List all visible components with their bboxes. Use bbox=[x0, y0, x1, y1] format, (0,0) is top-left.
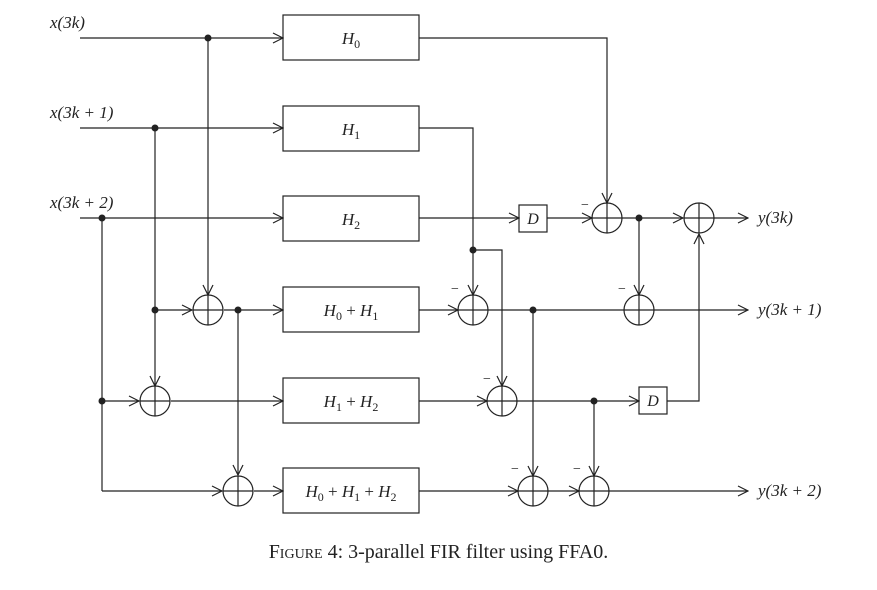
output-label-y3k1: y(3k + 1) bbox=[756, 300, 822, 319]
post-adder-a bbox=[591, 202, 623, 234]
post-adder-b bbox=[683, 202, 715, 234]
figure-number: Figure 4: bbox=[268, 541, 344, 563]
output-label-y3k: y(3k) bbox=[756, 208, 793, 227]
filter-label-h0-h1: H0 + H1 bbox=[323, 301, 379, 323]
output-wiring bbox=[419, 37, 748, 491]
minus-sign: − bbox=[618, 282, 626, 297]
filter-label-h2: H2 bbox=[341, 210, 360, 232]
filter-label-h1-h2: H1 + H2 bbox=[323, 392, 379, 414]
post-adder-c bbox=[457, 294, 489, 326]
post-adder-e bbox=[486, 385, 518, 417]
minus-sign: − bbox=[451, 282, 459, 297]
filter-label-h0-h1-h2: H0 + H1 + H2 bbox=[304, 482, 396, 504]
delay-label-top: D bbox=[526, 211, 539, 228]
delay-block-bottom: D bbox=[638, 386, 668, 415]
post-adder-g bbox=[578, 475, 610, 507]
input-wiring bbox=[80, 38, 283, 491]
minus-sign: − bbox=[511, 462, 519, 477]
input-label-x3k: x(3k) bbox=[49, 13, 85, 32]
filter-block-h0-h1-h2: H0 + H1 + H2 bbox=[282, 467, 420, 514]
filter-label-h1: H1 bbox=[341, 120, 360, 142]
filter-block-h0-h1: H0 + H1 bbox=[282, 286, 420, 333]
filter-block-h1: H1 bbox=[282, 105, 420, 152]
output-label-y3k2: y(3k + 2) bbox=[756, 481, 822, 500]
minus-sign: − bbox=[483, 372, 491, 387]
input-label-x3k2: x(3k + 2) bbox=[49, 193, 114, 212]
post-adder-f bbox=[517, 475, 549, 507]
delay-block-top: D bbox=[518, 204, 548, 233]
figure-caption: Figure 4: 3-parallel FIR filter using FF… bbox=[0, 541, 877, 564]
pre-adder-2 bbox=[139, 385, 171, 417]
delay-label-bottom: D bbox=[646, 393, 659, 410]
input-label-x3k1: x(3k + 1) bbox=[49, 103, 114, 122]
junction-dots bbox=[98, 34, 643, 405]
filter-block-h0: H0 bbox=[282, 14, 420, 61]
minus-sign: − bbox=[573, 462, 581, 477]
filter-block-h1-h2: H1 + H2 bbox=[282, 377, 420, 424]
post-adder-d bbox=[623, 294, 655, 326]
caption-text: 3-parallel FIR filter using FFA0. bbox=[343, 541, 609, 563]
minus-sign: − bbox=[581, 198, 589, 213]
pre-adder-1 bbox=[192, 294, 224, 326]
filter-label-h0: H0 bbox=[341, 29, 360, 51]
pre-adder-3 bbox=[222, 475, 254, 507]
filter-block-h2: H2 bbox=[282, 195, 420, 242]
fir-filter-diagram: x(3k) x(3k + 1) x(3k + 2) H0 H1 H2 H0 + … bbox=[49, 13, 822, 514]
